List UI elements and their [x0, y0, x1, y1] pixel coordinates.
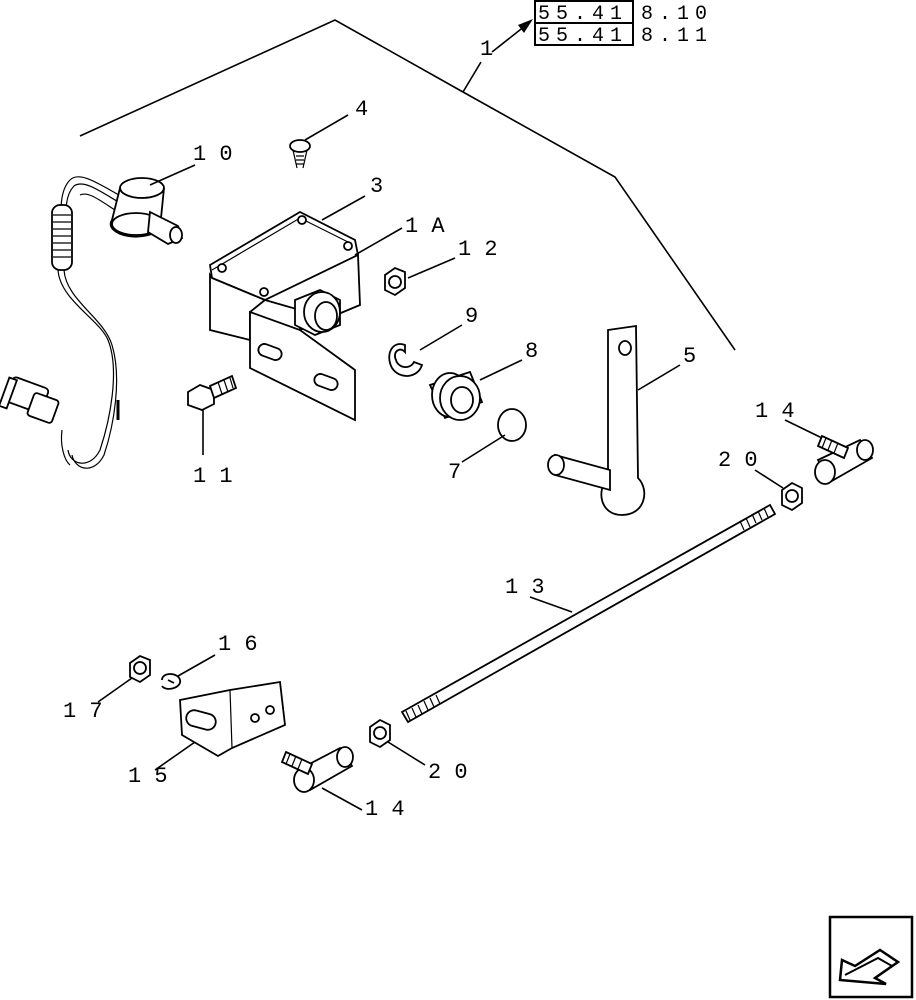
- callout-label-11: 1 1: [193, 464, 233, 489]
- callout-label-13: 1 3: [505, 575, 545, 600]
- assembly-outline: [79, 19, 736, 351]
- part-20-nut-right[interactable]: 2 0: [718, 448, 803, 512]
- part-10-sensor-harness[interactable]: 1 0: [0, 142, 233, 469]
- part-8-bushing[interactable]: 8: [428, 339, 538, 421]
- part-17-nut[interactable]: 1 7: [63, 654, 151, 724]
- callout-label-12: 1 2: [458, 237, 498, 262]
- callout-label-1A: 1 A: [405, 214, 445, 239]
- callout-label-16: 1 6: [218, 632, 258, 657]
- callout-label-10: 1 0: [193, 142, 233, 167]
- back-arrow-icon[interactable]: [828, 915, 914, 999]
- callout-label-9: 9: [465, 304, 478, 329]
- callout-label-3: 3: [370, 174, 383, 199]
- part-14-ball-joint-left[interactable]: 1 4: [280, 746, 405, 822]
- part-11-bolt[interactable]: 1 1: [187, 374, 238, 489]
- part-16-lock-washer[interactable]: 1 6: [161, 632, 258, 690]
- part-3-bracket[interactable]: 3 1 A: [209, 174, 445, 422]
- callout-label-17: 1 7: [63, 699, 103, 724]
- ref-1-left: 55.41: [538, 3, 628, 26]
- ref-1-right: 8.10: [641, 3, 713, 26]
- reference-box[interactable]: 55.41 8.10 55.41 8.11: [534, 0, 713, 48]
- callout-label-15: 1 5: [128, 764, 168, 789]
- part-12-nut[interactable]: 1 2: [384, 237, 498, 297]
- ref-2-left: 55.41: [538, 25, 628, 48]
- part-7-disc[interactable]: 7: [448, 408, 527, 485]
- part-9-eclip[interactable]: 9: [388, 304, 478, 377]
- callout-label-20-left: 2 0: [428, 760, 468, 785]
- part-15-angle-bracket[interactable]: 1 5: [128, 680, 286, 789]
- arrow-head-icon: [518, 19, 533, 33]
- part-4-screw[interactable]: 4: [289, 97, 368, 169]
- connector-icon: [0, 376, 60, 424]
- callout-label-14-left: 1 4: [365, 797, 405, 822]
- part-13-rod[interactable]: 1 3: [400, 503, 777, 724]
- callout-label-20-right: 2 0: [718, 448, 758, 473]
- callout-1: 1: [462, 19, 533, 93]
- callout-label-4: 4: [355, 97, 368, 122]
- ref-2-right: 8.11: [641, 25, 713, 48]
- part-14-ball-joint-right[interactable]: 1 4: [755, 399, 874, 485]
- callout-label-1: 1: [480, 37, 493, 62]
- callout-label-8: 8: [525, 339, 538, 364]
- callout-label-7: 7: [448, 460, 461, 485]
- callout-label-14-right: 1 4: [755, 399, 795, 424]
- callout-label-5: 5: [683, 344, 696, 369]
- part-20-nut-left[interactable]: 2 0: [369, 718, 468, 785]
- part-5-lever[interactable]: 5: [547, 324, 696, 516]
